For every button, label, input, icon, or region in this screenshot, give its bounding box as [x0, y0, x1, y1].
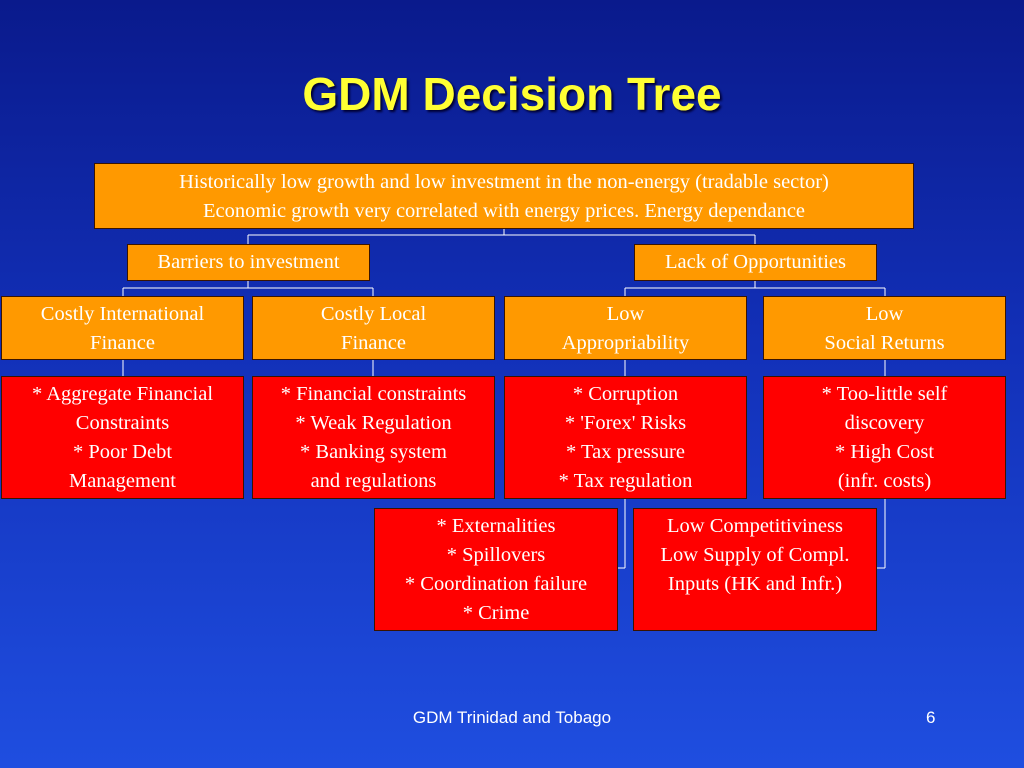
externalities-detail-2: * Spillovers	[446, 544, 546, 566]
low-appropriability-box: Low Appropriability	[504, 296, 747, 360]
local-detail-1: * Financial constraints	[280, 383, 467, 405]
page-number: 6	[926, 708, 936, 727]
root-line-2: Economic growth very correlated with ene…	[202, 200, 806, 222]
barriers-connector	[122, 280, 374, 296]
competitiveness-details-box: Low Competitiviness Low Supply of Compl.…	[633, 508, 877, 631]
competitiveness-detail-3: Inputs (HK and Infr.)	[667, 573, 843, 595]
local-detail-4: and regulations	[310, 470, 437, 492]
appropriability-detail-1: * Corruption	[572, 383, 679, 405]
international-details-box: * Aggregate Financial Constraints * Poor…	[1, 376, 244, 499]
low-appropriability-line-1: Low	[606, 303, 645, 325]
barriers-box: Barriers to investment	[127, 244, 370, 281]
low-appropriability-line-2: Appropriability	[561, 332, 690, 354]
local-detail-3: * Banking system	[300, 441, 447, 463]
footer-text: GDM Trinidad and Tobago	[412, 708, 612, 727]
appropriability-details-box: * Corruption * 'Forex' Risks * Tax press…	[504, 376, 747, 499]
appropriability-branch-connector	[618, 498, 626, 569]
social-branch-connector	[876, 498, 886, 569]
social-detail-1: * Too-little self	[821, 383, 948, 405]
externalities-detail-4: * Crime	[462, 602, 530, 624]
low-social-returns-box: Low Social Returns	[763, 296, 1006, 360]
international-detail-3: * Poor Debt	[72, 441, 173, 463]
social-detail-4: (infr. costs)	[837, 470, 932, 492]
low-social-returns-line-2: Social Returns	[824, 332, 945, 354]
international-detail-2: Constraints	[75, 412, 170, 434]
international-detail-1: * Aggregate Financial	[31, 383, 214, 405]
externalities-detail-3: * Coordination failure	[404, 573, 588, 595]
costly-international-line-1: Costly International	[40, 303, 205, 325]
social-details-box: * Too-little self discovery * High Cost …	[763, 376, 1006, 499]
costly-local-line-1: Costly Local	[320, 303, 427, 325]
root-box: Historically low growth and low investme…	[94, 163, 914, 229]
local-detail-2: * Weak Regulation	[295, 412, 452, 434]
social-detail-3: * High Cost	[834, 441, 935, 463]
opportunities-label: Lack of Opportunities	[664, 251, 847, 273]
competitiveness-detail-1: Low Competitiviness	[667, 515, 843, 537]
local-details-box: * Financial constraints * Weak Regulatio…	[252, 376, 495, 499]
international-detail-4: Management	[68, 470, 176, 492]
low-social-returns-line-1: Low	[865, 303, 904, 325]
appropriability-detail-4: * Tax regulation	[558, 470, 693, 492]
root-line-1: Historically low growth and low investme…	[179, 171, 829, 193]
costly-local-box: Costly Local Finance	[252, 296, 495, 360]
appropriability-detail-3: * Tax pressure	[566, 441, 685, 463]
costly-local-line-2: Finance	[341, 332, 406, 354]
externalities-detail-1: * Externalities	[436, 515, 556, 537]
root-connector	[247, 228, 756, 244]
costly-international-line-2: Finance	[90, 332, 155, 354]
social-detail-2: discovery	[844, 412, 925, 434]
detail-connectors	[122, 360, 886, 376]
opportunities-box: Lack of Opportunities	[634, 244, 877, 281]
appropriability-detail-2: * 'Forex' Risks	[564, 412, 687, 434]
costly-international-box: Costly International Finance	[1, 296, 244, 360]
opportunities-connector	[624, 280, 886, 296]
competitiveness-detail-2: Low Supply of Compl.	[660, 544, 850, 566]
externalities-details-box: * Externalities * Spillovers * Coordinat…	[374, 508, 618, 631]
barriers-label: Barriers to investment	[157, 251, 340, 273]
slide-title: GDM Decision Tree	[302, 68, 722, 120]
